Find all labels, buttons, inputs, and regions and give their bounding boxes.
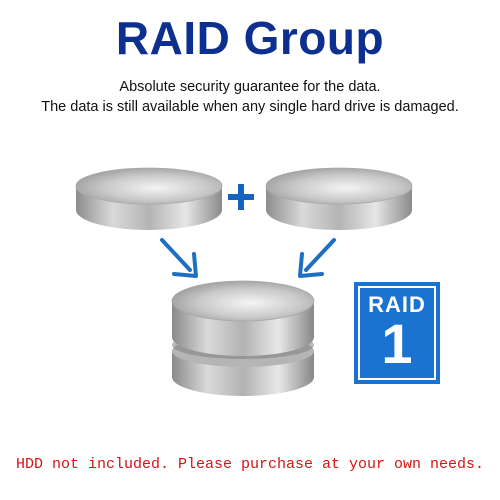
raid-badge-level: 1 bbox=[381, 312, 413, 375]
raid-badge-icon: RAID 1 bbox=[354, 282, 440, 384]
subtitle-line-2: The data is still available when any sin… bbox=[41, 99, 459, 115]
raid-badge-word: RAID bbox=[368, 292, 426, 317]
page-title: RAID Group bbox=[115, 12, 385, 64]
subtitle-line-1: Absolute security guarantee for the data… bbox=[119, 79, 381, 95]
plus-icon bbox=[228, 184, 254, 210]
arrow-down-left-icon bbox=[298, 238, 336, 278]
hard-drive-disk-icon bbox=[75, 167, 223, 230]
hard-drive-disk-icon bbox=[265, 167, 413, 230]
arrow-down-right-icon bbox=[160, 238, 198, 278]
hard-drive-disk-icon bbox=[171, 280, 315, 396]
footer-notice: HDD not included. Please purchase at you… bbox=[15, 456, 485, 473]
raid-badge-border: RAID 1 bbox=[358, 286, 436, 380]
